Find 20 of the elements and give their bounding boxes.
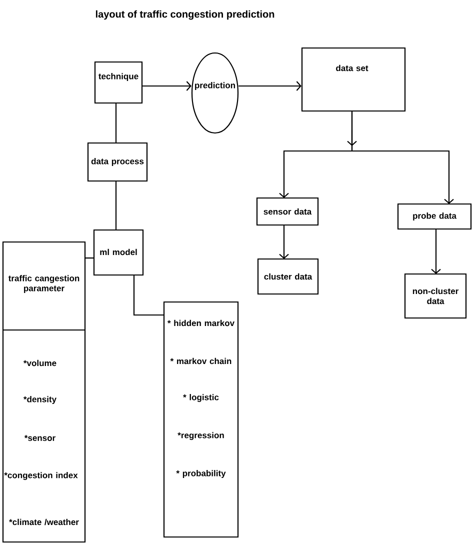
list-box: traffic cangestion parameter *volume *density *sensor *congestion index *climate /weather	[2, 241, 86, 543]
process-box: ml model	[93, 229, 144, 276]
arrow	[238, 81, 302, 91]
process-box: cluster data	[257, 258, 319, 295]
arrow	[142, 81, 192, 91]
process-box: sensor data	[256, 197, 319, 226]
connector-line	[133, 275, 164, 316]
process-box: non-cluster data	[404, 273, 467, 319]
arrow	[279, 225, 289, 259]
list-box: * hidden markov * markov chain * logistic *regression * probability	[163, 301, 239, 538]
connector-line	[115, 103, 117, 143]
connector-line	[115, 181, 117, 230]
process-box: data set	[301, 47, 406, 112]
arrow	[431, 229, 441, 274]
arrow	[351, 111, 454, 204]
process-box: data process	[87, 142, 148, 182]
connector-line	[85, 257, 94, 259]
process-box: technique	[94, 61, 143, 104]
title: layout of traffic congestion prediction	[96, 10, 274, 20]
process-box: probe data	[397, 203, 472, 230]
